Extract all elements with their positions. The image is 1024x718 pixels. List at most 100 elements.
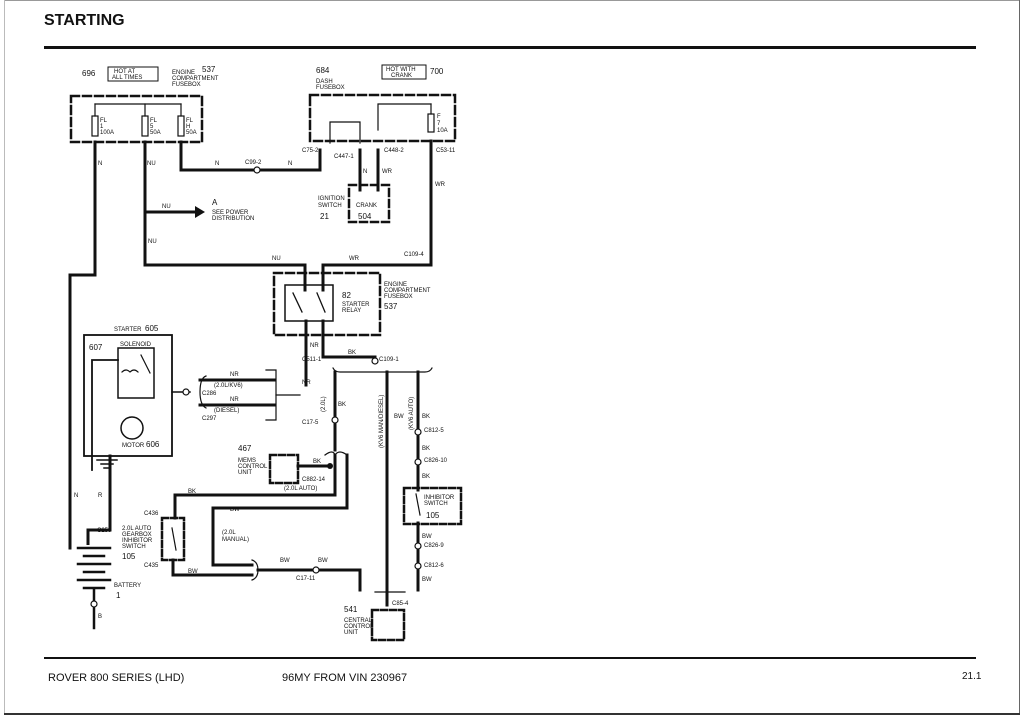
starter-relay-title-2: RELAY	[342, 308, 361, 314]
connector-c812-5: C812-5	[424, 428, 444, 434]
dash-fusebox-num: 700	[430, 67, 444, 76]
wire-label-n: N	[363, 169, 367, 175]
wire-label-bw: BW	[230, 507, 240, 513]
variant-kv6-auto: (KV6 AUTO)	[409, 397, 415, 430]
fuse-fl5	[141, 103, 149, 137]
fuse-fl1-label-3: 100A	[100, 130, 114, 136]
page-edge	[1019, 0, 1020, 714]
crank-switch-outline	[347, 183, 391, 224]
connector-c99-2: C99-2	[245, 160, 262, 166]
page-edge	[4, 0, 5, 714]
fuse-fl1-label-2: 1	[100, 124, 104, 130]
connector-c882-14: C882-14	[302, 477, 326, 483]
gearbox-switch-num: 105	[122, 552, 136, 561]
wire-label-bw: BW	[422, 577, 432, 583]
variant-kv6-man: (KV6 MAN/DIESEL)	[379, 395, 385, 448]
engine-fusebox-num: 537	[202, 65, 216, 74]
mems-title-2: CONTROL	[238, 464, 268, 470]
dash-fusebox-title-2: FUSEBOX	[316, 85, 345, 91]
fuse-flh-label-2: H	[186, 124, 190, 130]
ccu-title-1: CENTRAL	[344, 618, 373, 624]
relay-fusebox-title-1: ENGINE	[384, 282, 407, 288]
relay-fusebox-num: 537	[384, 302, 398, 311]
connector-c53-11: C53-11	[436, 148, 456, 154]
fuse-flh	[177, 103, 185, 137]
ccu-title-2: CONTROL	[344, 624, 374, 630]
starter-outline	[83, 334, 173, 457]
gearbox-switch-title-2: GEARBOX	[122, 532, 152, 538]
page-edge	[4, 0, 1020, 1]
mems-title-1: MEMS	[238, 458, 256, 464]
wire-label-bw: BW	[318, 558, 328, 564]
wire-label-wr: WR	[349, 256, 360, 262]
connector-c826-10: C826-10	[424, 458, 448, 464]
wire-label-nu: NU	[148, 239, 157, 245]
connector-c17-11: C17-11	[296, 576, 316, 582]
ccu-outline	[370, 608, 406, 642]
variant-2-0l-auto: (2.0L AUTO)	[284, 486, 317, 492]
inhibitor-switch-outline	[402, 486, 463, 526]
motor-label: MOTOR	[122, 443, 145, 449]
wire-label-n: N	[215, 161, 219, 167]
wire-label-r: R	[98, 493, 103, 499]
fuse-fl1	[91, 103, 99, 137]
gearbox-switch-title-4: SWITCH	[122, 544, 146, 550]
solenoid-ref: 607	[89, 343, 103, 352]
connector-c447-1: C447-1	[334, 154, 354, 160]
fuse-f7-label-2: 7	[437, 121, 441, 127]
wire-label-nr: NR	[230, 397, 239, 403]
engine-fusebox-outline	[69, 94, 204, 144]
footer-model: ROVER 800 SERIES (LHD)	[48, 672, 185, 684]
power-dist-text-1: SEE POWER	[212, 210, 249, 216]
hot-with-crank-line2: CRANK	[391, 73, 412, 79]
gearbox-switch-outline	[160, 516, 186, 562]
wire-label-bk: BK	[188, 489, 196, 495]
motor-num: 606	[146, 440, 160, 449]
wire-label-bw: BW	[394, 414, 404, 420]
battery-title: BATTERY	[114, 583, 141, 589]
connector-c435: C435	[144, 563, 159, 569]
header-rule	[44, 46, 976, 49]
fuse-fl5-label-2: 5	[150, 124, 154, 130]
relay-fusebox-title-3: FUSEBOX	[384, 294, 413, 300]
wire-label-nr: NR	[302, 380, 311, 386]
battery-num: 1	[116, 591, 121, 600]
ccu-title-3: UNIT	[344, 630, 358, 636]
inhibitor-switch-num: 105	[426, 511, 440, 520]
dash-fusebox-title-1: DASH	[316, 79, 333, 85]
solenoid-outline	[117, 347, 155, 399]
gearbox-switch-title-1: 2.0L AUTO	[122, 526, 152, 532]
connector-c436: C436	[144, 511, 159, 517]
footer-rule	[44, 657, 976, 659]
ccu-ref: 541	[344, 605, 358, 614]
starter-relay-num: 82	[342, 291, 351, 300]
connector-c286: C286	[202, 391, 217, 397]
fuse-f7-label-1: F	[437, 114, 441, 120]
starter-title: STARTER	[114, 327, 142, 333]
fuse-fl5-label-1: FL	[150, 118, 158, 124]
wire-label-nu: NU	[147, 161, 156, 167]
wire-label-bk: BK	[338, 402, 346, 408]
wire-label-nr: NR	[230, 372, 239, 378]
wire-label-b: B	[98, 614, 102, 620]
connector-c85-4: C85-4	[392, 601, 409, 607]
page-title: STARTING	[44, 12, 125, 29]
variant-2-0l-manual-2: MANUAL)	[222, 537, 249, 543]
connector-c17-5: C17-5	[302, 420, 319, 426]
engine-fusebox-ref: 696	[82, 69, 96, 78]
fuse-f7	[427, 103, 435, 133]
ignition-switch-title-1: IGNITION	[318, 196, 345, 202]
connector-c297: C297	[202, 416, 217, 422]
connector-c812-6: C812-6	[424, 563, 444, 569]
connector-c109-1: C109-1	[379, 357, 399, 363]
connector-c259: C259	[97, 528, 112, 534]
connector-c826-9: C826-9	[424, 543, 444, 549]
fuse-fl5-label-3: 50A	[150, 130, 161, 136]
wire-label-n: N	[288, 161, 292, 167]
wire-label-wr: WR	[382, 169, 393, 175]
engine-fusebox-title-2: COMPARTMENT	[172, 76, 219, 82]
power-dist-letter: A	[212, 198, 218, 207]
variant-2-0l: (2.0L)	[321, 396, 327, 412]
page-number: 21.1	[962, 671, 982, 682]
